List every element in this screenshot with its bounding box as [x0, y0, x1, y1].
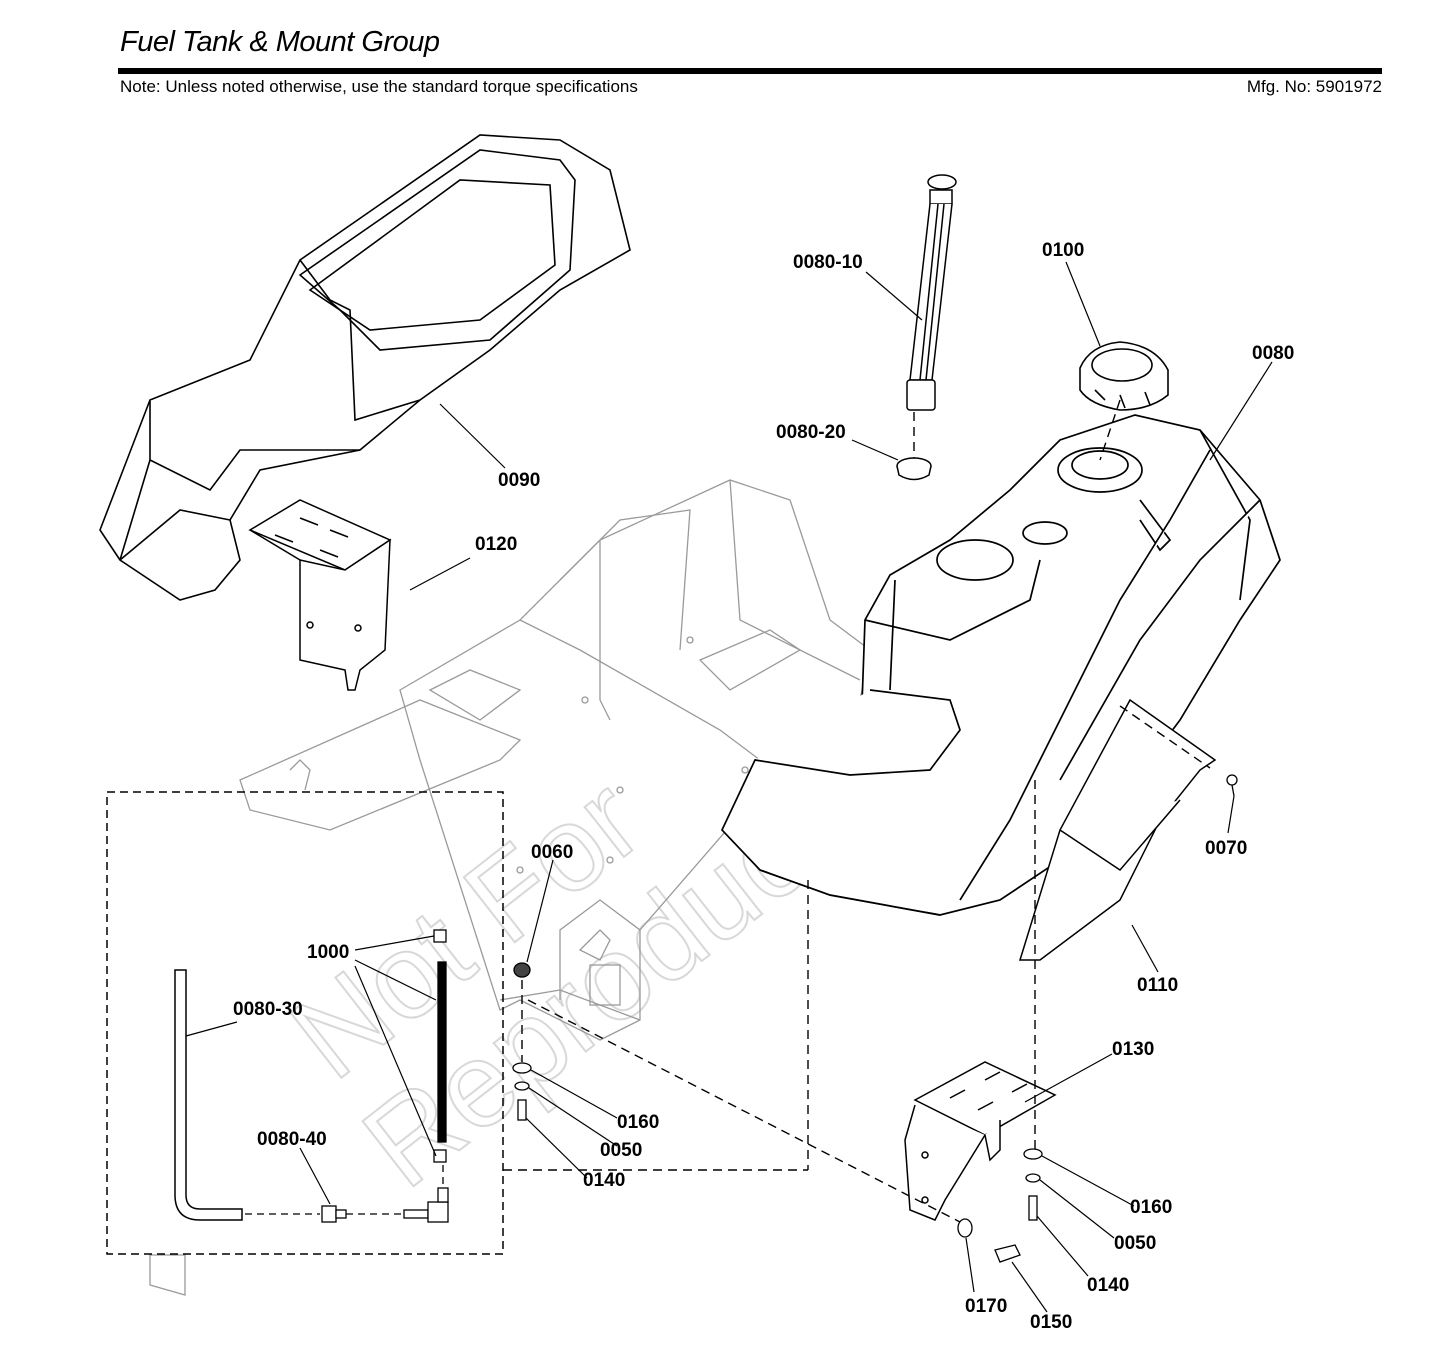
hardware-right: [957, 1148, 1043, 1263]
callout-0050-left: 0050: [600, 1140, 642, 1161]
part-1000-fuel-hose: [433, 929, 447, 1163]
part-0120-bracket: [248, 499, 392, 691]
callouts: 0090 0120 0080-10 0100 0080 0080-20 0060…: [233, 240, 1294, 1333]
part-0080-20-grommet: [896, 457, 932, 481]
callout-0120: 0120: [475, 534, 517, 555]
leader-lines: [185, 261, 1273, 1313]
part-0080-30-tube: [174, 969, 243, 1221]
callout-0050-right: 0050: [1114, 1233, 1156, 1254]
page-title: Fuel Tank & Mount Group: [120, 26, 440, 58]
callout-0080-10: 0080-10: [793, 252, 863, 273]
part-0130-bracket: [904, 1061, 1057, 1221]
callout-0170: 0170: [965, 1296, 1007, 1317]
callout-0150: 0150: [1030, 1312, 1072, 1333]
inset-box: [106, 791, 504, 1255]
callout-0080-30: 0080-30: [233, 999, 303, 1020]
callout-0130: 0130: [1112, 1039, 1154, 1060]
callout-0080-20: 0080-20: [776, 422, 846, 443]
callout-0160-right: 0160: [1130, 1197, 1172, 1218]
callout-0140-right: 0140: [1087, 1275, 1129, 1296]
title-rule: [118, 68, 1382, 74]
callout-0140-left: 0140: [583, 1170, 625, 1191]
hardware-left: [512, 962, 532, 1121]
callout-0060: 0060: [531, 842, 573, 863]
callout-1000: 1000: [307, 942, 349, 963]
torque-note: Note: Unless noted otherwise, use the st…: [120, 77, 638, 96]
part-0080-fuel-tank: [720, 414, 1281, 916]
callout-0070: 0070: [1205, 838, 1247, 859]
inset-connectors: [245, 1165, 444, 1215]
part-0070-screw: [1226, 774, 1238, 797]
part-0110-side-panel: [1018, 698, 1217, 961]
callout-0100: 0100: [1042, 240, 1084, 261]
part-0100-fuel-cap: [1079, 341, 1169, 411]
mfg-number: Mfg. No: 5901972: [1246, 77, 1382, 96]
callout-0080: 0080: [1252, 343, 1294, 364]
callout-0090: 0090: [498, 470, 540, 491]
assembly-lines: [503, 399, 1211, 1223]
part-0080-40-valve: [321, 1187, 449, 1223]
part-0090-cover: [99, 134, 631, 601]
part-0080-10-gauge: [906, 174, 957, 411]
callout-0080-40: 0080-40: [257, 1129, 327, 1150]
callout-0160-left: 0160: [617, 1112, 659, 1133]
callout-0110: 0110: [1137, 975, 1178, 996]
